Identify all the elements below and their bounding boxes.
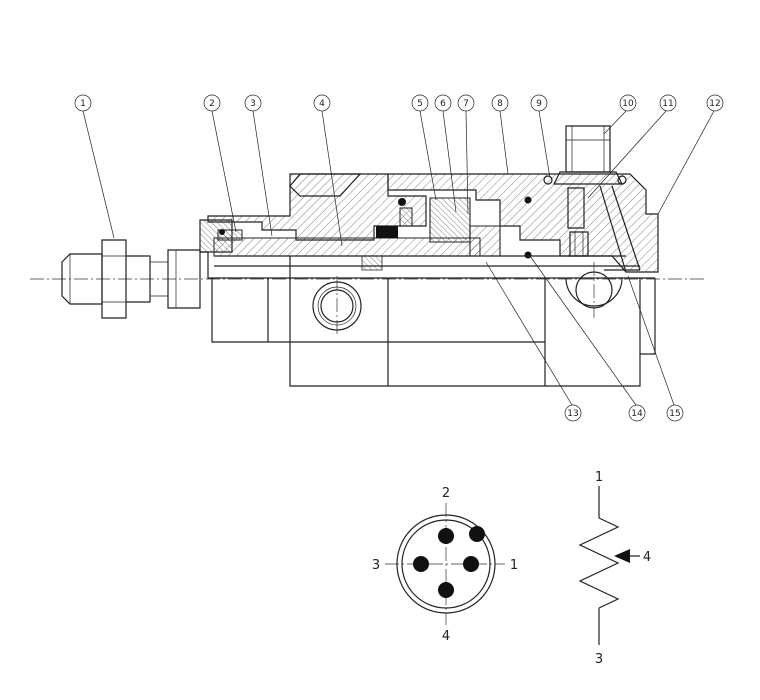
pin-label-3: 3 [372, 558, 380, 573]
callout-14: 14 [628, 404, 646, 422]
callout-label: 12 [709, 99, 720, 109]
potentiometer-symbol: 1 4 3 [578, 470, 651, 667]
pin-label-1: 1 [510, 558, 518, 573]
terminal-label-4: 4 [643, 550, 651, 565]
callout-8: 8 [491, 94, 509, 112]
pin-4-contact [438, 582, 454, 598]
terminal-label-3: 3 [595, 652, 603, 667]
callout-label: 3 [250, 99, 256, 109]
terminal-label-1: 1 [595, 470, 603, 485]
pin-label-2: 2 [442, 486, 450, 501]
callout-6: 6 [434, 94, 452, 112]
callout-label: 15 [669, 409, 680, 419]
callout-label: 8 [497, 99, 503, 109]
callout-label: 14 [631, 409, 643, 419]
callout-label: 10 [622, 99, 634, 109]
connector-pinout: 2 3 1 4 [372, 486, 518, 644]
wiper-arrow-icon [614, 549, 630, 563]
callout-15: 15 [666, 404, 684, 422]
callout-10: 10 [619, 94, 637, 112]
callout-label: 6 [440, 99, 446, 109]
pin-key-contact [469, 526, 485, 542]
callout-label: 2 [209, 99, 215, 109]
callout-7: 7 [457, 94, 475, 112]
callout-label: 9 [536, 99, 542, 109]
callout-2: 2 [203, 94, 221, 112]
cylinder-body-upper-section [199, 125, 659, 279]
callout-label: 5 [417, 99, 423, 109]
pin-2-contact [438, 528, 454, 544]
pin-3-contact [413, 556, 429, 572]
cylinder-assembly: 1 2 3 4 5 6 7 8 9 10 11 12 13 14 15 [30, 94, 724, 422]
callout-12: 12 [706, 94, 724, 112]
callout-4: 4 [313, 94, 331, 112]
callout-3: 3 [244, 94, 262, 112]
cylinder-body-lower [200, 251, 656, 387]
callout-label: 1 [80, 99, 86, 109]
callout-label: 11 [662, 99, 673, 109]
callout-13: 13 [564, 404, 582, 422]
callout-label: 7 [463, 99, 469, 109]
callout-label: 13 [567, 409, 578, 419]
leader-lines [82, 110, 715, 406]
rod-end-fitting [61, 239, 201, 319]
pin-label-4: 4 [442, 629, 450, 644]
pin-1-contact [463, 556, 479, 572]
callout-5: 5 [411, 94, 429, 112]
callout-11: 11 [659, 94, 677, 112]
callout-9: 9 [530, 94, 548, 112]
callout-label: 4 [319, 99, 325, 109]
callout-1: 1 [74, 94, 92, 112]
